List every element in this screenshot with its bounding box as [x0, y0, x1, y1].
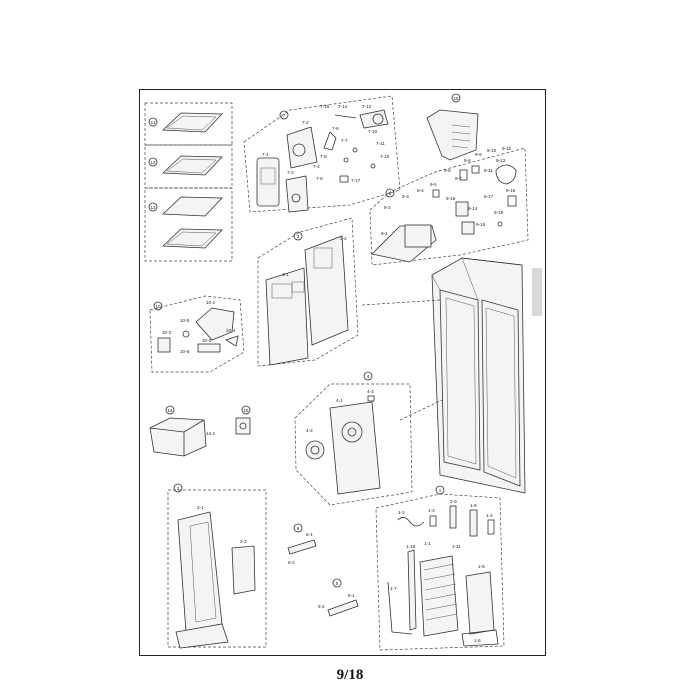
svg-text:9-18: 9-18 — [446, 196, 456, 201]
svg-text:1-5: 1-5 — [478, 564, 485, 569]
svg-text:3-1: 3-1 — [282, 272, 289, 277]
svg-text:7-1: 7-1 — [262, 152, 269, 157]
callout-6: 6 — [297, 526, 300, 531]
diagram-frame — [139, 89, 546, 656]
svg-text:1-3: 1-3 — [428, 508, 435, 513]
svg-text:10-1: 10-1 — [206, 300, 216, 305]
strip-assembly-5: 5 5-1 5-2 — [318, 578, 359, 617]
svg-text:9-19: 9-19 — [494, 210, 504, 215]
svg-text:5-1: 5-1 — [348, 593, 355, 598]
callout-16: 16 — [453, 96, 459, 101]
svg-text:10-5: 10-5 — [180, 318, 190, 323]
svg-text:9-8: 9-8 — [464, 158, 471, 163]
svg-text:1-1: 1-1 — [424, 541, 431, 546]
svg-text:9-3: 9-3 — [402, 194, 409, 199]
evaporator-assembly-1: 1 1-1 1-11 1-10 1-7 1-2 1-3 1-9 1-8 1-4 … — [375, 485, 505, 651]
scan-mark — [532, 268, 542, 316]
callout-7: 7 — [283, 113, 286, 118]
svg-text:9-14: 9-14 — [468, 206, 478, 211]
shelf-group-11: 11 — [144, 102, 233, 146]
page-number: 9/18 — [336, 667, 364, 683]
callout-2: 2 — [177, 486, 180, 491]
svg-text:2-2: 2-2 — [240, 539, 247, 544]
svg-text:10-6: 10-6 — [180, 349, 190, 354]
svg-text:4-3: 4-3 — [367, 389, 374, 394]
callout-4: 4 — [367, 374, 370, 379]
svg-text:7-12: 7-12 — [362, 104, 372, 109]
part-15: 15 — [235, 405, 251, 435]
svg-text:9-11: 9-11 — [484, 168, 493, 173]
svg-text:6-2: 6-2 — [288, 560, 295, 565]
svg-text:7-3: 7-3 — [287, 170, 294, 175]
callout-12: 12 — [150, 160, 156, 165]
parts-group-9: 9 9-1 9-2 9-3 9-4 9-5 9-6 9-7 9-8 9-9 9-… — [369, 146, 529, 266]
svg-text:2-1: 2-1 — [197, 505, 204, 510]
svg-text:9-7: 9-7 — [455, 176, 462, 181]
svg-text:9-6: 9-6 — [444, 168, 451, 173]
strip-assembly-6: 6 6-1 6-2 — [287, 523, 317, 565]
svg-text:9-15: 9-15 — [476, 222, 486, 227]
control-assembly-3: 3 3-2 3-1 — [257, 217, 359, 367]
svg-text:7-17: 7-17 — [351, 178, 361, 183]
svg-text:10-3: 10-3 — [202, 338, 212, 343]
svg-text:1-6: 1-6 — [474, 638, 481, 643]
callout-11: 11 — [151, 120, 156, 125]
panel-part-16: 16 — [426, 93, 479, 161]
svg-text:9-16: 9-16 — [506, 188, 516, 193]
svg-text:4-1: 4-1 — [336, 398, 343, 403]
svg-text:9-12: 9-12 — [502, 146, 512, 151]
svg-text:9-2: 9-2 — [384, 205, 391, 210]
callout-5: 5 — [336, 581, 339, 586]
fan-assembly-4: 4 4-1 4-2 4-3 — [294, 371, 413, 506]
svg-text:7-5: 7-5 — [316, 176, 323, 181]
svg-text:7-2: 7-2 — [302, 120, 309, 125]
svg-text:5-2: 5-2 — [318, 604, 325, 609]
callout-13: 13 — [150, 205, 156, 210]
callout-1: 1 — [439, 488, 442, 493]
svg-text:1-7: 1-7 — [390, 586, 397, 591]
callout-15: 15 — [243, 408, 249, 413]
svg-text:1-9: 1-9 — [450, 499, 457, 504]
svg-text:9-5: 9-5 — [430, 182, 437, 187]
bin-14: 14 14-1 — [149, 405, 216, 457]
svg-text:9-4: 9-4 — [417, 188, 424, 193]
refrigerator-cabinet — [361, 257, 526, 494]
shelf-group-13: 13 — [144, 187, 233, 262]
svg-text:7-8: 7-8 — [320, 154, 327, 159]
svg-text:6-1: 6-1 — [306, 532, 313, 537]
svg-text:3-2: 3-2 — [340, 236, 347, 241]
svg-text:4-2: 4-2 — [306, 428, 313, 433]
svg-text:7-7: 7-7 — [341, 138, 348, 143]
callout-14: 14 — [167, 408, 173, 413]
svg-text:7-10: 7-10 — [368, 129, 378, 134]
svg-text:1-11: 1-11 — [452, 544, 461, 549]
svg-text:9-13: 9-13 — [496, 158, 506, 163]
svg-text:10-4: 10-4 — [226, 328, 236, 333]
svg-text:7-4: 7-4 — [313, 164, 320, 169]
shelf-group-12: 12 — [144, 144, 233, 189]
svg-text:1-4: 1-4 — [486, 513, 493, 518]
svg-text:10-2: 10-2 — [162, 330, 172, 335]
cover-assembly-2: 2 2-1 2-2 — [167, 483, 267, 649]
svg-text:7-11: 7-11 — [376, 141, 385, 146]
svg-text:7-16: 7-16 — [320, 104, 330, 109]
svg-text:7-6: 7-6 — [332, 126, 339, 131]
svg-text:1-2: 1-2 — [398, 510, 405, 515]
callout-9: 9 — [389, 191, 392, 196]
callout-3: 3 — [297, 234, 300, 239]
svg-text:9-17: 9-17 — [484, 194, 494, 199]
svg-text:9-1: 9-1 — [381, 231, 388, 236]
svg-text:1-10: 1-10 — [406, 544, 416, 549]
svg-text:9-10: 9-10 — [487, 148, 497, 153]
svg-text:9-9: 9-9 — [475, 152, 482, 157]
svg-text:14-1: 14-1 — [206, 431, 216, 436]
dispenser-assembly-7: 7 7-1 7-2 7-3 7-12 7-14 7-16 7-6 7-7 7-8… — [243, 95, 401, 213]
svg-text:7-14: 7-14 — [338, 104, 348, 109]
svg-text:7-15: 7-15 — [380, 154, 390, 159]
svg-text:1-8: 1-8 — [470, 503, 477, 508]
callout-10: 10 — [155, 304, 161, 309]
parts-group-10: 10 10-1 10-2 10-3 10-4 10-5 10-6 — [149, 295, 245, 373]
